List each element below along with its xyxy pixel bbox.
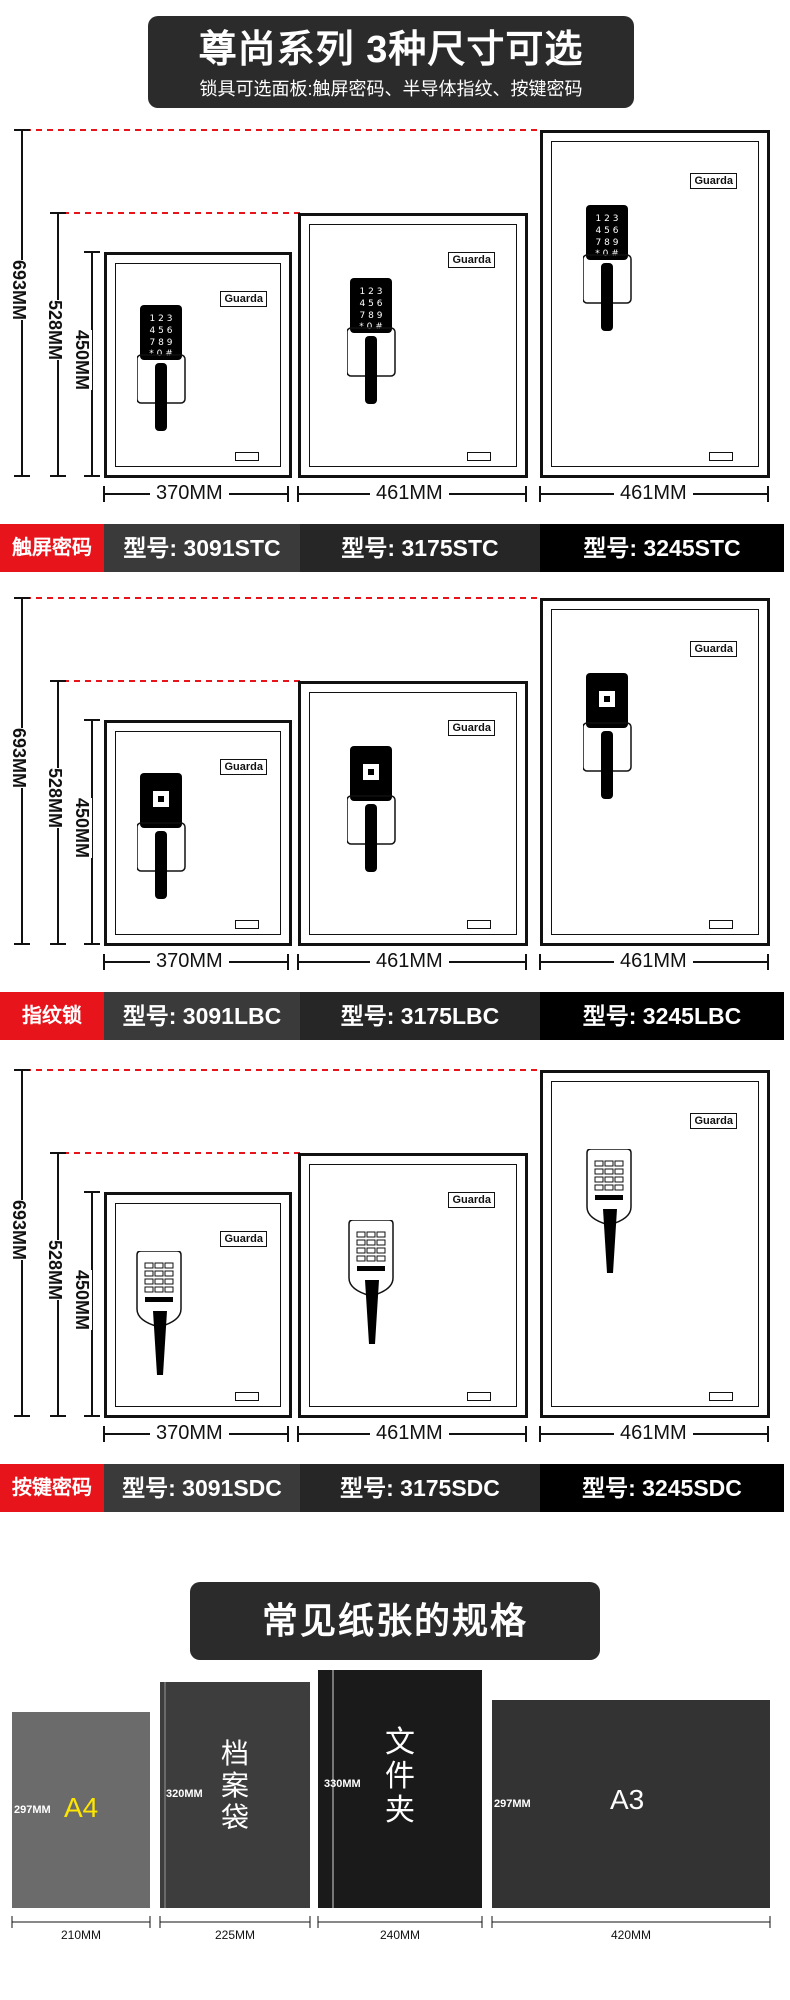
paper-width-lines — [11, 1916, 771, 1928]
svg-text:7 8 9: 7 8 9 — [360, 311, 383, 321]
safe-small: Guarda 1 2 3 4 5 6 7 8 9 * 0 # — [104, 252, 292, 478]
svg-text:4 5 6: 4 5 6 — [596, 226, 619, 236]
dim-461: 461MM — [370, 482, 449, 505]
safe-medium: Guarda 1 2 3 4 5 6 7 8 9 * 0 # — [298, 213, 528, 478]
safe-medium: Guarda — [298, 681, 528, 946]
dim-461: 461MM — [614, 950, 693, 973]
brand-logo: Guarda — [220, 759, 267, 775]
dim-370: 370MM — [150, 950, 229, 973]
section-keypad: 693MM 528MM 450MM 370MM 461MM 461MM Guar… — [0, 940, 790, 1512]
brand-logo: Guarda — [448, 720, 495, 736]
brand-logo: Guarda — [690, 1113, 737, 1129]
paper-height-label: 330MM — [324, 1778, 361, 1790]
dim-528: 528MM — [44, 768, 65, 829]
model-large: 型号: 3245LBC — [540, 992, 784, 1040]
model-small: 型号: 3091SDC — [104, 1464, 300, 1512]
paper-name: 档案袋 — [220, 1738, 249, 1833]
dim-693: 693MM — [8, 260, 29, 321]
brand-logo: Guarda — [448, 1192, 495, 1208]
model-medium: 型号: 3175SDC — [300, 1464, 540, 1512]
dim-461: 461MM — [614, 1422, 693, 1445]
model-large: 型号: 3245STC — [540, 524, 784, 572]
paper-height-label: 320MM — [166, 1788, 203, 1800]
model-bar: 触屏密码 型号: 3091STC 型号: 3175STC 型号: 3245STC — [0, 524, 784, 572]
paper-a4: 297MM A4 — [12, 1712, 150, 1908]
paper-section-title: 常见纸张的规格 — [190, 1582, 600, 1660]
dim-693: 693MM — [8, 728, 29, 789]
safe-medium: Guarda — [298, 1153, 528, 1418]
fingerprint-lock-panel — [583, 673, 632, 799]
lock-type-label: 指纹锁 — [0, 992, 104, 1040]
section-touch: 693MM 528MM 450MM 370MM 461MM 461MM Guar… — [0, 0, 790, 572]
svg-text:* 0 #: * 0 # — [595, 249, 619, 259]
touch-lock-panel: 1 2 3 4 5 6 7 8 9 * 0 # — [583, 205, 632, 331]
section-fingerprint: 693MM 528MM 450MM 370MM 461MM 461MM Guar… — [0, 468, 790, 1040]
svg-text:1 2 3: 1 2 3 — [150, 314, 173, 324]
safe-large: Guarda — [540, 1070, 770, 1418]
brand-logo: Guarda — [690, 641, 737, 657]
svg-text:1 2 3: 1 2 3 — [596, 214, 619, 224]
model-small: 型号: 3091LBC — [104, 992, 300, 1040]
model-small: 型号: 3091STC — [104, 524, 300, 572]
dim-461: 461MM — [370, 1422, 449, 1445]
lock-type-label: 触屏密码 — [0, 524, 104, 572]
paper-width-label: 210MM — [60, 1928, 101, 1942]
paper-width-label: 225MM — [214, 1928, 255, 1942]
svg-text:4 5 6: 4 5 6 — [360, 299, 383, 309]
safe-small: Guarda — [104, 1192, 292, 1418]
header-banner: 尊尚系列 3种尺寸可选 锁具可选面板:触屏密码、半导体指纹、按键密码 — [148, 16, 634, 108]
brand-logo: Guarda — [220, 1231, 267, 1247]
svg-text:7 8 9: 7 8 9 — [150, 338, 173, 348]
dim-450: 450MM — [71, 798, 92, 859]
brand-logo: Guarda — [448, 252, 495, 268]
paper-archive-bag: 320MM 档案袋 — [160, 1682, 310, 1908]
brand-logo: Guarda — [690, 173, 737, 189]
safe-small: Guarda — [104, 720, 292, 946]
svg-text:4 5 6: 4 5 6 — [150, 326, 173, 336]
paper-name: 文件夹 — [385, 1726, 415, 1827]
paper-name: A4 — [64, 1792, 99, 1823]
paper-height-label: 297MM — [494, 1798, 531, 1810]
paper-folder: 330MM 文件夹 — [318, 1670, 482, 1908]
dim-528: 528MM — [44, 1240, 65, 1301]
keypad-lock-panel — [136, 1251, 182, 1375]
dim-370: 370MM — [150, 1422, 229, 1445]
dim-693: 693MM — [8, 1200, 29, 1261]
keypad-lock-panel — [586, 1149, 632, 1273]
model-bar: 按键密码 型号: 3091SDC 型号: 3175SDC 型号: 3245SDC — [0, 1464, 784, 1512]
dim-461: 461MM — [370, 950, 449, 973]
model-medium: 型号: 3175STC — [300, 524, 540, 572]
safe-large: Guarda 1 2 3 4 5 6 7 8 9 * 0 # — [540, 130, 770, 478]
touch-lock-panel: 1 2 3 4 5 6 7 8 9 * 0 # — [137, 305, 186, 431]
dim-528: 528MM — [44, 300, 65, 361]
paper-name: A3 — [610, 1784, 645, 1815]
keypad-lock-panel — [348, 1220, 394, 1344]
fingerprint-lock-panel — [347, 746, 396, 872]
dim-461: 461MM — [614, 482, 693, 505]
dim-370: 370MM — [150, 482, 229, 505]
dim-450: 450MM — [71, 330, 92, 391]
safe-large: Guarda — [540, 598, 770, 946]
dimension-lines — [14, 597, 769, 970]
paper-height-label: 297MM — [14, 1804, 51, 1816]
svg-text:* 0 #: * 0 # — [359, 322, 383, 332]
lock-type-label: 按键密码 — [0, 1464, 104, 1512]
page-subtitle: 锁具可选面板:触屏密码、半导体指纹、按键密码 — [199, 79, 583, 99]
touch-lock-panel: 1 2 3 4 5 6 7 8 9 * 0 # — [347, 278, 396, 404]
model-bar: 指纹锁 型号: 3091LBC 型号: 3175LBC 型号: 3245LBC — [0, 992, 784, 1040]
paper-width-label: 240MM — [379, 1928, 420, 1942]
svg-text:7 8 9: 7 8 9 — [596, 238, 619, 248]
paper-width-label: 420MM — [610, 1928, 651, 1942]
dim-450: 450MM — [71, 1270, 92, 1331]
page-title: 尊尚系列 3种尺寸可选 — [198, 29, 584, 71]
brand-logo: Guarda — [220, 291, 267, 307]
svg-text:1 2 3: 1 2 3 — [360, 287, 383, 297]
svg-text:* 0 #: * 0 # — [149, 349, 173, 359]
fingerprint-lock-panel — [137, 773, 186, 899]
model-medium: 型号: 3175LBC — [300, 992, 540, 1040]
model-large: 型号: 3245SDC — [540, 1464, 784, 1512]
paper-a3: 297MM A3 — [492, 1700, 770, 1908]
